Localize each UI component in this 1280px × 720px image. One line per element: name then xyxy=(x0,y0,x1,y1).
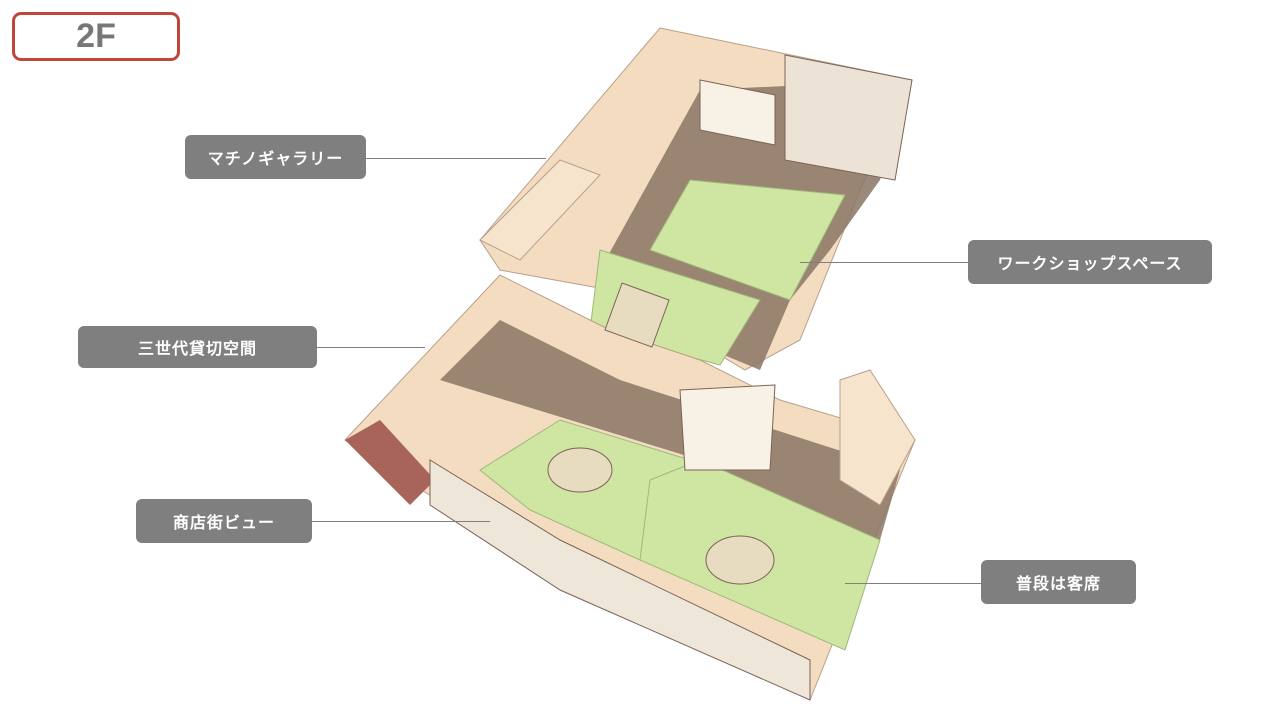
lower-building xyxy=(344,274,916,701)
label-seating: 普段は客席 xyxy=(981,560,1136,604)
label-shopping-street-view: 商店街ビュー xyxy=(136,499,312,543)
upper-building xyxy=(479,27,913,371)
floor-badge: 2F xyxy=(12,12,180,61)
label-workshop: ワークショップスペース xyxy=(968,240,1212,284)
leader-line-gallery xyxy=(366,158,546,159)
leader-line-seating xyxy=(845,583,981,584)
leader-line-workshop xyxy=(800,262,968,263)
leader-line-three-generation xyxy=(317,347,425,348)
label-three-generation: 三世代貸切空間 xyxy=(78,326,317,368)
leader-line-shopping-street-view xyxy=(312,521,490,522)
label-gallery: マチノギャラリー xyxy=(185,135,366,179)
